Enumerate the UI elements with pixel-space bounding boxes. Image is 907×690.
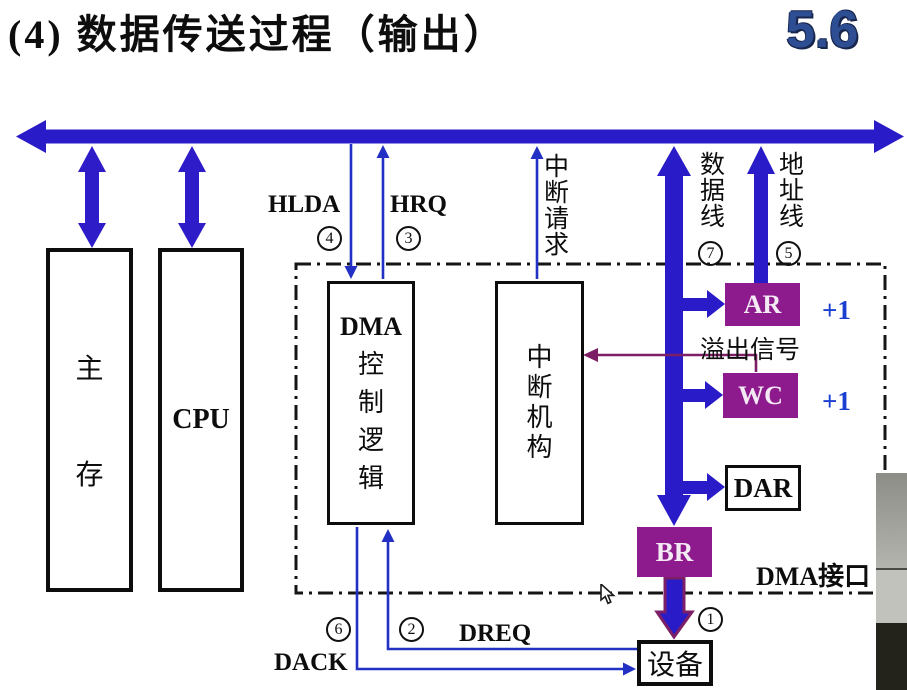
photo-strip-upper	[876, 473, 907, 570]
step-1-badge: 1	[698, 607, 723, 632]
ar-increment-label: +1	[822, 295, 851, 325]
interrupt-mechanism-box: 中 断 机 构	[495, 281, 584, 525]
main-memory-box: 主 存	[46, 248, 133, 592]
step-2-badge: 2	[399, 617, 424, 642]
address-line-label: 地 址 线	[779, 152, 805, 231]
step-6-badge: 6	[326, 617, 351, 642]
overflow-signal-line	[583, 348, 758, 372]
dar-register-box: DAR	[725, 465, 801, 511]
dma-interface-label: DMA接口	[756, 562, 871, 591]
dreq-line	[386, 542, 637, 651]
mouse-cursor-icon	[600, 584, 616, 605]
br-to-device-arrow	[654, 576, 695, 640]
device-box: 设备	[637, 640, 713, 686]
branch-to-wc-arrow	[683, 381, 723, 409]
photo-strip-middle	[876, 570, 907, 623]
cpu-bus-arrow	[178, 146, 206, 248]
dack-line	[355, 527, 623, 671]
hrq-label: HRQ	[390, 191, 447, 218]
dreq-label: DREQ	[459, 620, 532, 647]
signal-arrowheads	[344, 145, 636, 676]
step-5-badge: 5	[776, 241, 801, 266]
data-line-trunk-arrow	[657, 146, 691, 526]
address-line-arrow	[747, 146, 775, 283]
wc-register-box: WC	[723, 373, 798, 418]
branch-to-dar-arrow	[683, 473, 725, 501]
cpu-box: CPU	[158, 248, 244, 592]
interrupt-request-label: 中 断 请 求	[544, 154, 570, 259]
step-7-badge: 7	[698, 241, 723, 266]
system-bus-arrow	[16, 120, 904, 153]
cpu-label: CPU	[172, 404, 230, 435]
br-register-box: BR	[637, 527, 712, 577]
data-line-label: 数 据 线	[700, 152, 726, 231]
branch-to-ar-arrow	[683, 290, 725, 318]
ar-register-box: AR	[725, 283, 800, 326]
background-photo-strip	[876, 473, 907, 690]
step-4-badge: 4	[317, 226, 342, 251]
main-memory-label: 主	[75, 354, 104, 385]
page-title: (4) 数据传送过程（输出）	[8, 12, 507, 57]
main-memory-bus-arrow	[78, 146, 106, 248]
wc-increment-label: +1	[822, 386, 851, 416]
control-signal-lines	[349, 144, 637, 671]
step-3-badge: 3	[396, 226, 421, 251]
dack-label: DACK	[274, 649, 348, 676]
page-number: 5.6	[786, 1, 859, 59]
overflow-signal-label: 溢出信号	[700, 337, 801, 364]
hlda-label: HLDA	[268, 191, 341, 218]
dma-control-logic-box: DMA 控 制 逻 辑	[327, 281, 415, 525]
photo-strip-dark	[876, 623, 907, 690]
dma-interface-boundary	[294, 262, 887, 595]
